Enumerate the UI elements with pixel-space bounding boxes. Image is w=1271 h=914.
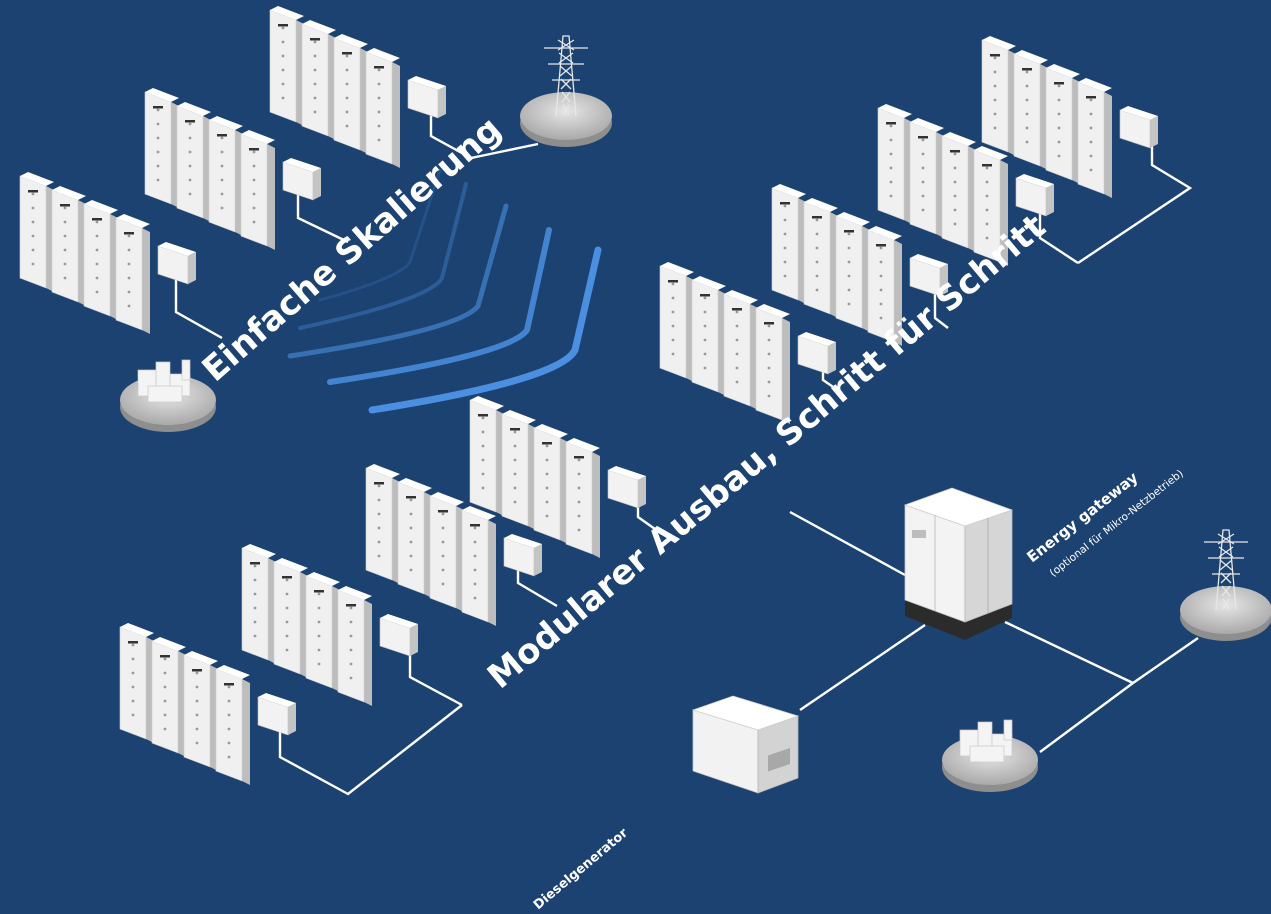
battery-storage-rack-icon	[365, 464, 542, 626]
battery-storage-rack-icon	[981, 36, 1158, 198]
battery-storage-rack-icon	[469, 396, 646, 558]
diesel-generator-icon	[691, 695, 800, 794]
connector-line	[1039, 682, 1134, 753]
connector-line	[1132, 637, 1199, 684]
scaling-arc	[287, 203, 509, 359]
scaling-arc	[368, 246, 602, 414]
battery-storage-rack-icon	[241, 544, 418, 706]
scaling-arc	[318, 168, 442, 302]
battery-storage-rack-icon	[771, 184, 948, 346]
label-dieselgenerator: Dieselgenerator	[531, 825, 631, 913]
battery-stacks	[19, 6, 1158, 785]
scaling-arc	[298, 182, 468, 330]
connector-line	[789, 510, 906, 577]
battery-storage-rack-icon	[659, 262, 836, 424]
factory-icon	[120, 359, 216, 432]
connector-line	[933, 285, 949, 329]
energy-gateway-cabinet-icon	[903, 487, 1014, 640]
battery-storage-rack-icon	[19, 172, 196, 334]
battery-storage-rack-icon	[877, 104, 1054, 266]
scaling-arc	[327, 227, 552, 385]
connector-line	[429, 112, 539, 160]
connector-line	[799, 624, 926, 711]
connector-line	[174, 272, 223, 340]
connector-line	[296, 185, 349, 244]
factory-icon	[942, 719, 1038, 792]
battery-storage-rack-icon	[269, 6, 446, 168]
power-grid-tower-icon	[1180, 529, 1271, 641]
connector-line	[278, 704, 463, 796]
power-grid-tower-icon	[520, 35, 612, 147]
connector-line	[1004, 620, 1134, 685]
scaling-arrow-arcs	[287, 168, 602, 414]
battery-storage-rack-icon	[119, 623, 296, 785]
sites	[120, 35, 1271, 792]
battery-storage-rack-icon	[144, 88, 321, 250]
connector-lines	[174, 112, 1199, 796]
